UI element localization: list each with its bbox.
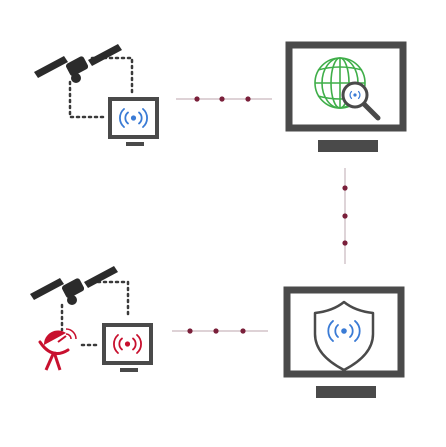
receiver-bottom xyxy=(102,323,153,372)
search-icon xyxy=(341,81,381,121)
shield-icon xyxy=(313,300,375,372)
link-satellite-bottom-to-receiver xyxy=(90,280,130,320)
link-receiver-top-to-globe-display xyxy=(176,96,272,102)
link-receiver-bottom-to-shield-display xyxy=(172,328,268,334)
receiver-top xyxy=(108,97,159,146)
link-globe-display-to-shield-display xyxy=(342,168,348,264)
display-shield xyxy=(283,286,405,398)
wireless-signal-icon xyxy=(113,334,142,354)
satellite-dish-icon xyxy=(38,328,77,371)
wireless-signal-icon xyxy=(119,108,148,128)
wireless-signal-icon xyxy=(327,320,361,342)
satellite-icon xyxy=(30,266,118,305)
satellite-icon xyxy=(34,44,122,83)
display-globe xyxy=(285,41,407,152)
